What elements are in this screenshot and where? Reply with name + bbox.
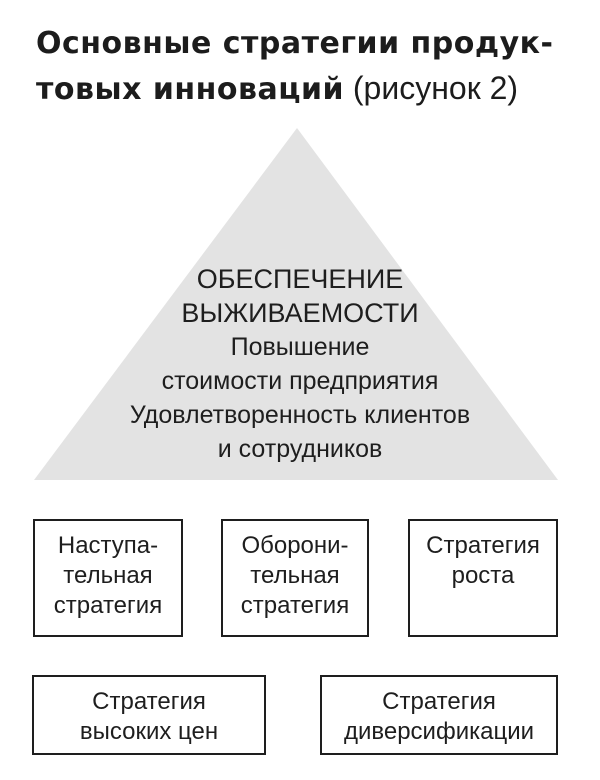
box-line: высоких цен xyxy=(79,718,219,745)
growth-strategy-box: Стратегия роста xyxy=(408,519,558,637)
box-line: Стратегия xyxy=(92,688,206,715)
defensive-strategy-box: Оборони- тельная стратегия xyxy=(221,519,369,637)
box-line: диверсификации xyxy=(343,718,535,745)
offensive-strategy-box: Наступа- тельная стратегия xyxy=(33,519,183,637)
high-price-strategy-box: Стратегия высоких цен xyxy=(32,675,266,755)
box-line: роста xyxy=(451,562,515,589)
pyramid-heading-line1: ОБЕСПЕЧЕНИЕ xyxy=(196,264,404,294)
box-line: Стратегия xyxy=(426,532,540,559)
box-line: стратегия xyxy=(53,592,163,619)
diversification-strategy-box: Стратегия диверсификации xyxy=(320,675,558,755)
pyramid-goal-line5: Удовлетворенность клиентов xyxy=(129,401,471,429)
box-line: Оборони- xyxy=(241,532,349,559)
box-line: Стратегия xyxy=(382,688,496,715)
pyramid-heading-line2: ВЫЖИВАЕМОСТИ xyxy=(181,298,419,328)
pyramid-text-block: ОБЕСПЕЧЕНИЕ ВЫЖИВАЕМОСТИ Повышение стоим… xyxy=(60,262,540,466)
pyramid-goal-line4: стоимости предприятия xyxy=(161,367,439,395)
title-bold-line2: товых инноваций xyxy=(36,72,344,107)
diagram-title: Основные стратегии продук- товых инновац… xyxy=(36,20,576,112)
box-line: Наступа- xyxy=(57,532,159,559)
pyramid-triangle xyxy=(34,128,558,480)
pyramid-goal-line6: и сотрудников xyxy=(217,435,383,463)
box-line: тельная xyxy=(250,562,340,589)
title-bold-line1: Основные стратегии продук- xyxy=(36,26,554,61)
pyramid-goal-line3: Повышение xyxy=(230,333,370,361)
box-line: стратегия xyxy=(240,592,350,619)
box-line: тельная xyxy=(63,562,153,589)
title-figure-ref: (рисунок 2) xyxy=(344,70,519,106)
